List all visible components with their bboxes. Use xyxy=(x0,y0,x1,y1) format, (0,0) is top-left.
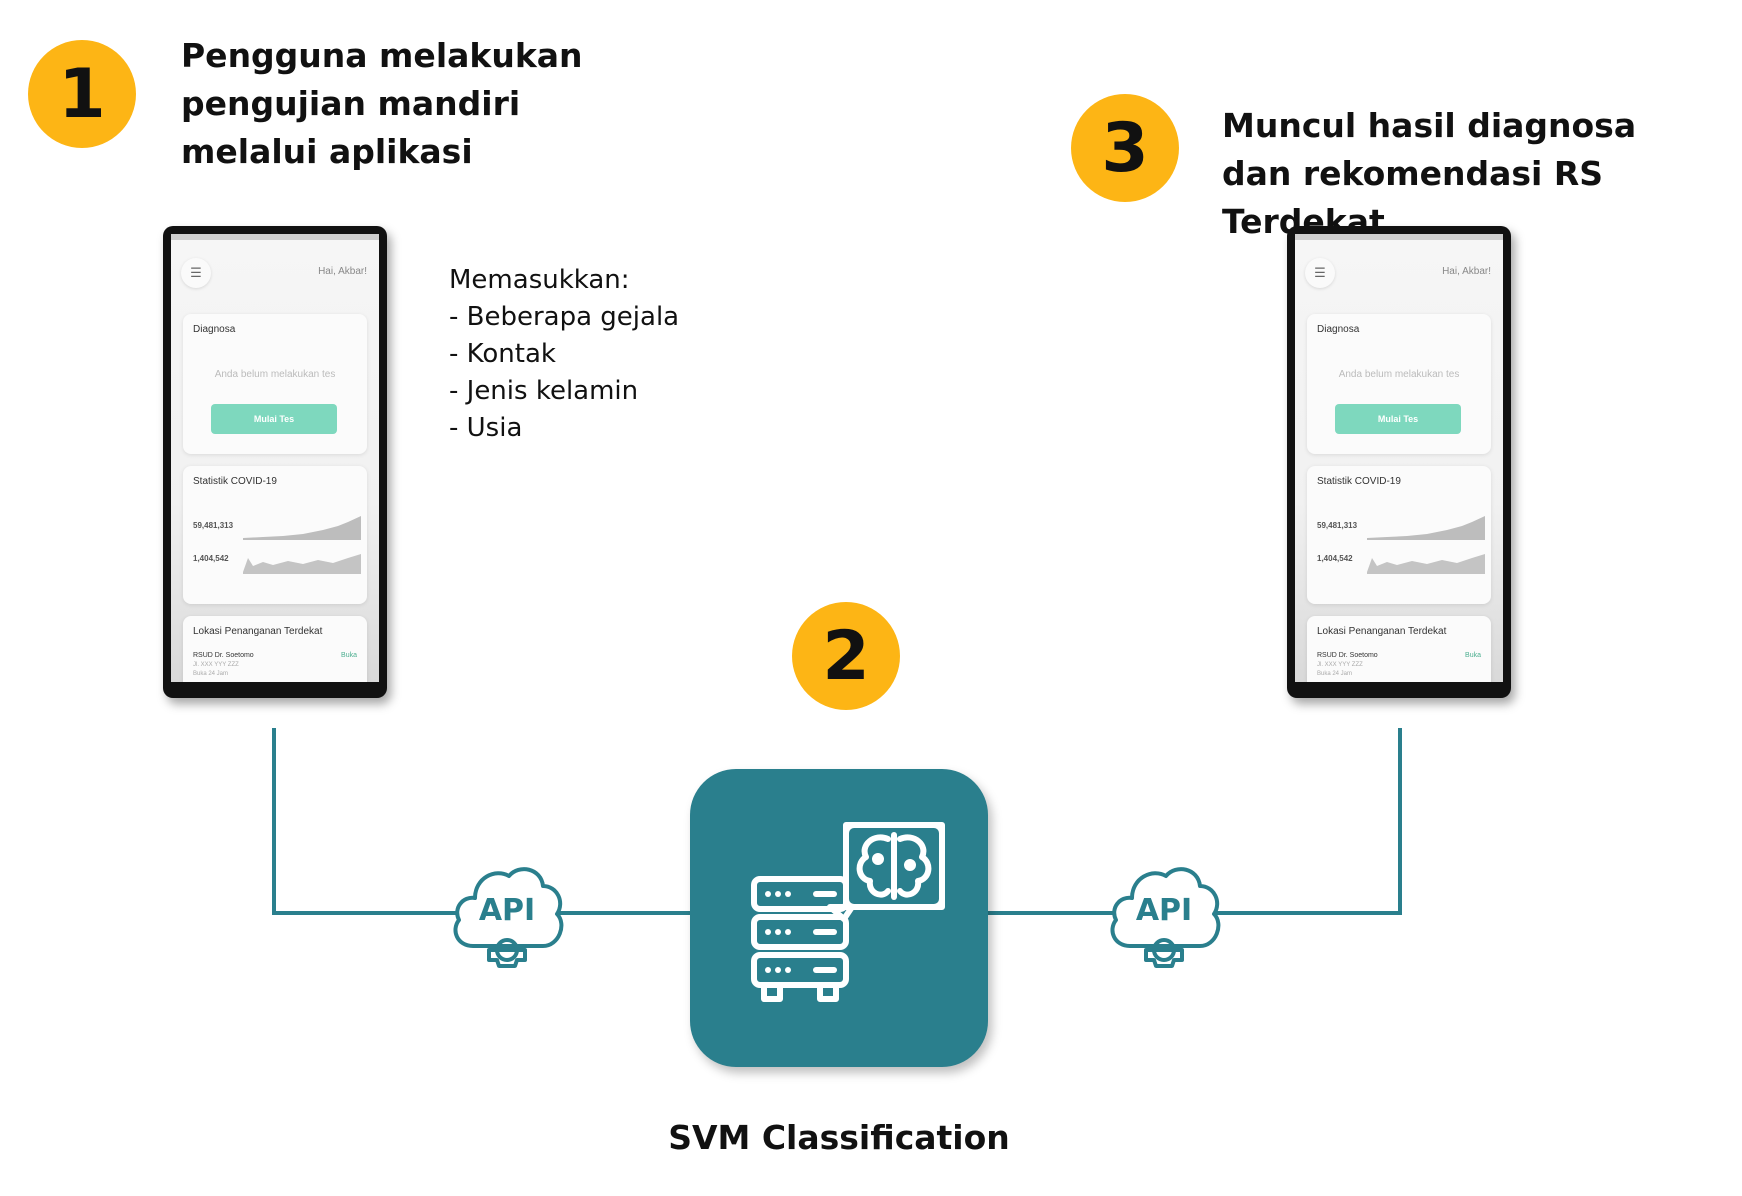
location-title: Lokasi Penanganan Terdekat xyxy=(1317,626,1447,637)
hospital-status: Buka xyxy=(341,652,357,659)
diagnosis-empty-text: Anda belum melakukan tes xyxy=(214,369,336,380)
hamburger-menu-icon: ☰ xyxy=(1305,258,1335,288)
stat-cases: 59,481,313 xyxy=(193,521,234,530)
stat-deaths: 1,404,542 xyxy=(193,554,229,563)
step-1-badge: 1 xyxy=(28,40,136,148)
phone-screen: ☰ Hai, Akbar! Diagnosa Anda belum melaku… xyxy=(1295,234,1503,682)
hamburger-menu-icon: ☰ xyxy=(181,258,211,288)
hospital-hours: Buka 24 Jam xyxy=(1317,671,1353,677)
stats-card: Statistik COVID-19 59,481,313 1,404,542 xyxy=(183,466,367,604)
diagnosis-title: Diagnosa xyxy=(193,324,236,335)
stat-deaths: 1,404,542 xyxy=(1317,554,1353,563)
hospital-name: RSUD Dr. Soetomo xyxy=(1317,652,1378,659)
input-item-gender: - Jenis kelamin xyxy=(449,376,639,406)
server-brain-icon xyxy=(751,822,945,1002)
phone-result-app: ☰ Hai, Akbar! Diagnosa Anda belum melaku… xyxy=(1287,226,1511,698)
stats-title: Statistik COVID-19 xyxy=(193,476,277,487)
status-bar xyxy=(1295,234,1503,240)
api-label: API xyxy=(479,893,535,928)
step-3-title: Muncul hasil diagnosa dan rekomendasi RS… xyxy=(1222,106,1637,241)
step-3-badge: 3 xyxy=(1071,94,1179,202)
greeting-text: Hai, Akbar! xyxy=(318,266,367,277)
input-list: Memasukkan: - Beberapa gejala - Kontak -… xyxy=(449,262,679,447)
step-2-number: 2 xyxy=(822,616,870,696)
cases-mini-chart xyxy=(243,516,361,540)
start-test-button: Mulai Tes xyxy=(1335,404,1461,434)
hospital-address: Jl. XXX YYY ZZZ xyxy=(193,662,239,668)
stats-card: Statistik COVID-19 59,481,313 1,404,542 xyxy=(1307,466,1491,604)
input-item-contact: - Kontak xyxy=(449,339,556,369)
diagnosis-empty-text: Anda belum melakukan tes xyxy=(1338,369,1460,380)
deaths-mini-chart xyxy=(243,554,361,574)
api-cloud-gear-icon-left: API xyxy=(453,867,564,968)
svm-classification-label: SVM Classification xyxy=(668,1118,1010,1157)
hospital-status: Buka xyxy=(1465,652,1481,659)
step-2-badge: 2 xyxy=(792,602,900,710)
greeting-text: Hai, Akbar! xyxy=(1442,266,1491,277)
step-3-number: 3 xyxy=(1101,108,1149,188)
hospital-hours: Buka 24 Jam xyxy=(193,671,229,677)
location-card: Lokasi Penanganan Terdekat RSUD Dr. Soet… xyxy=(1307,616,1491,682)
input-list-heading: Memasukkan: xyxy=(449,265,630,295)
phone-input-app: ☰ Hai, Akbar! Diagnosa Anda belum melaku… xyxy=(163,226,387,698)
step-1-number: 1 xyxy=(58,54,106,134)
hospital-name: RSUD Dr. Soetomo xyxy=(193,652,254,659)
location-card: Lokasi Penanganan Terdekat RSUD Dr. Soet… xyxy=(183,616,367,682)
svm-server-box xyxy=(690,769,988,1067)
stat-cases: 59,481,313 xyxy=(1317,521,1358,530)
diagnosis-card: Diagnosa Anda belum melakukan tes Mulai … xyxy=(1307,314,1491,454)
step-1-title: Pengguna melakukan pengujian mandiri mel… xyxy=(181,36,583,171)
input-item-symptoms: - Beberapa gejala xyxy=(449,302,680,332)
phone-screen: ☰ Hai, Akbar! Diagnosa Anda belum melaku… xyxy=(171,234,379,682)
status-bar xyxy=(171,234,379,240)
api-label: API xyxy=(1136,893,1192,928)
input-item-age: - Usia xyxy=(449,413,523,443)
location-title: Lokasi Penanganan Terdekat xyxy=(193,626,323,637)
cases-mini-chart xyxy=(1367,516,1485,540)
stats-title: Statistik COVID-19 xyxy=(1317,476,1401,487)
start-test-button: Mulai Tes xyxy=(211,404,337,434)
diagnosis-title: Diagnosa xyxy=(1317,324,1360,335)
hospital-address: Jl. XXX YYY ZZZ xyxy=(1317,662,1363,668)
deaths-mini-chart xyxy=(1367,554,1485,574)
api-cloud-gear-icon-right: API xyxy=(1110,867,1221,968)
diagnosis-card: Diagnosa Anda belum melakukan tes Mulai … xyxy=(183,314,367,454)
